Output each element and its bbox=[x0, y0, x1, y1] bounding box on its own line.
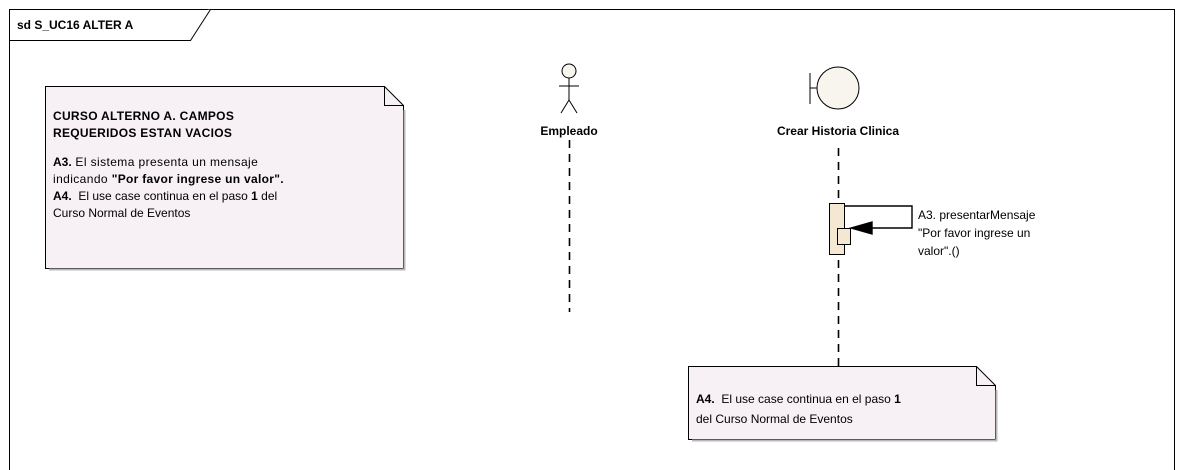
note-main bbox=[45, 86, 406, 271]
note-main-text: CURSO ALTERNO A. CAMPOS REQUERIDOS ESTAN… bbox=[53, 108, 398, 222]
note-main-a3-line: A3. El sistema presenta un mensaje bbox=[53, 154, 398, 171]
note-main-a3-text2: indicando bbox=[53, 172, 112, 186]
self-message-label: A3. presentarMensaje "Por favor ingrese … bbox=[918, 206, 1118, 260]
actor-icon bbox=[559, 63, 579, 114]
note-bottom-a4-label: A4. bbox=[696, 392, 715, 406]
note-main-a4-label: A4. bbox=[53, 189, 72, 203]
note-bottom-line2: del Curso Normal de Eventos bbox=[696, 412, 853, 426]
note-main-a4-text2: del bbox=[257, 189, 278, 203]
lifeline-label-crear-historia: Crear Historia Clinica bbox=[776, 124, 900, 138]
self-message-arrow bbox=[844, 205, 913, 235]
note-main-title-line1: CURSO ALTERNO A. CAMPOS bbox=[53, 109, 235, 123]
self-message-line1: A3. presentarMensaje bbox=[918, 208, 1036, 222]
note-main-a4-line2: Curso Normal de Eventos bbox=[53, 206, 191, 220]
note-main-a3-text: El sistema presenta un mensaje bbox=[71, 155, 259, 169]
note-bottom bbox=[688, 366, 998, 442]
note-main-a4-step: 1 bbox=[251, 189, 258, 203]
self-message-line3: valor".() bbox=[918, 244, 960, 258]
note-main-a4-line: A4. El use case continua en el paso 1 de… bbox=[53, 188, 398, 205]
note-main-a3-line2: indicando "Por favor ingrese un valor". bbox=[53, 171, 398, 188]
note-main-a3-quote: "Por favor ingrese un valor". bbox=[111, 172, 284, 186]
note-main-title-line2: REQUERIDOS ESTAN VACIOS bbox=[53, 126, 233, 140]
lifeline-label-empleado: Empleado bbox=[540, 124, 598, 138]
note-bottom-a4-line: A4. El use case continua en el paso 1 bbox=[696, 389, 996, 409]
frame-label: sd S_UC16 ALTER A bbox=[17, 18, 134, 32]
self-message-line2: "Por favor ingrese un bbox=[918, 226, 1031, 240]
note-bottom-text: A4. El use case continua en el paso 1 de… bbox=[696, 389, 996, 429]
diagram-frame bbox=[9, 9, 1175, 470]
note-main-a4-text: El use case continua en el paso bbox=[71, 189, 252, 203]
note-main-a3-label: A3. bbox=[53, 155, 72, 169]
activation-bar-nested bbox=[837, 228, 851, 245]
boundary-icon bbox=[809, 66, 860, 110]
frame-label-tab bbox=[9, 9, 211, 41]
note-bottom-a4-text: El use case continua en el paso bbox=[714, 392, 895, 406]
note-bottom-a4-step: 1 bbox=[894, 392, 901, 406]
